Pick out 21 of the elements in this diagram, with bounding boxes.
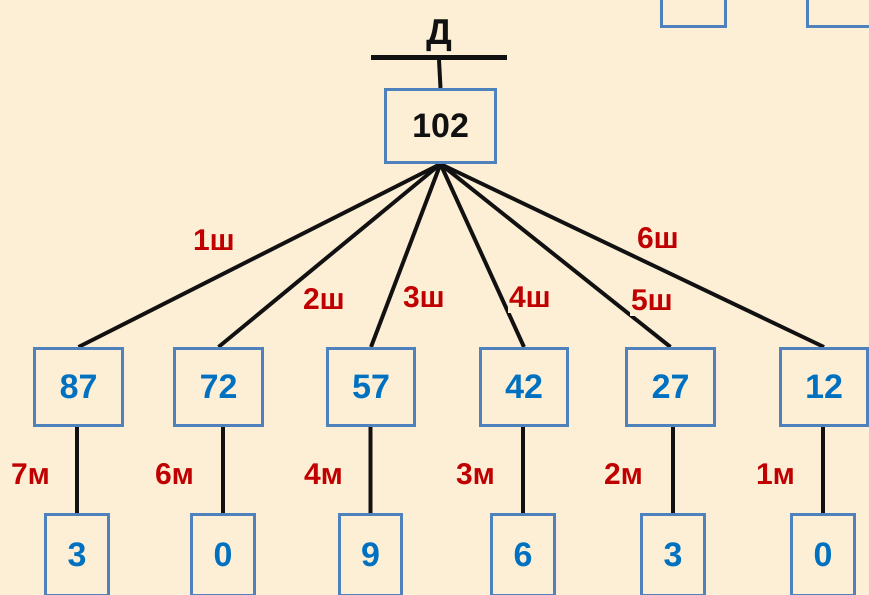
number-box: 9	[338, 513, 403, 595]
number-box: 87	[33, 347, 124, 427]
connector-line	[368, 427, 372, 513]
number-box: 6	[490, 513, 556, 595]
number-box: 42	[479, 347, 569, 427]
connector-line	[221, 427, 225, 513]
number-box: 3	[44, 513, 110, 595]
number-box: 57	[326, 347, 416, 427]
connector-line	[521, 427, 525, 513]
connector-line	[821, 427, 825, 513]
bus-bar-label: Д	[371, 8, 507, 60]
number-box: 3	[640, 513, 706, 595]
number-box: 0	[190, 513, 256, 595]
number-box: 72	[173, 347, 264, 427]
number-box: 102	[384, 88, 497, 164]
connector-line	[671, 427, 675, 513]
number-box: 0	[790, 513, 856, 595]
number-box: 12	[779, 347, 869, 427]
number-box: 27	[625, 347, 716, 427]
connector-line	[75, 427, 79, 513]
connector-line	[437, 60, 442, 88]
